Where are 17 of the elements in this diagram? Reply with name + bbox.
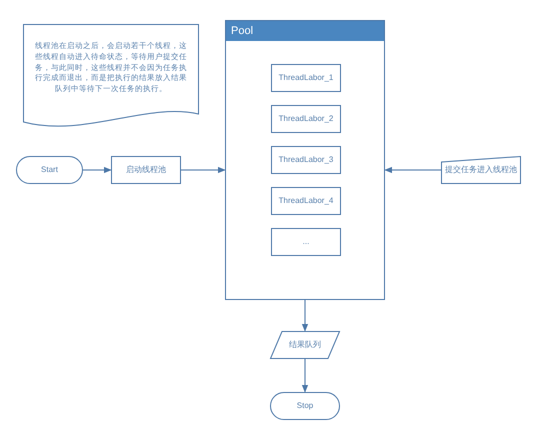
- terminator: Start: [16, 156, 83, 184]
- process-box: ThreadLabor_2: [271, 105, 341, 133]
- data-parallelogram: 结果队列: [270, 331, 340, 359]
- arrow: [384, 166, 442, 174]
- terminator: Stop: [270, 392, 340, 420]
- process-box: 启动线程池: [111, 156, 181, 184]
- arrow: [302, 358, 308, 393]
- pool-container: [225, 20, 385, 300]
- process-box: ...: [271, 228, 341, 256]
- process-box: ThreadLabor_1: [271, 64, 341, 92]
- process-box: ThreadLabor_3: [271, 146, 341, 174]
- arrow: [82, 166, 112, 174]
- pool-header: Pool: [226, 21, 384, 41]
- arrow: [302, 300, 308, 332]
- arrow: [180, 166, 226, 174]
- manual-input: 提交任务进入线程池: [441, 156, 521, 184]
- process-box: ThreadLabor_4: [271, 187, 341, 215]
